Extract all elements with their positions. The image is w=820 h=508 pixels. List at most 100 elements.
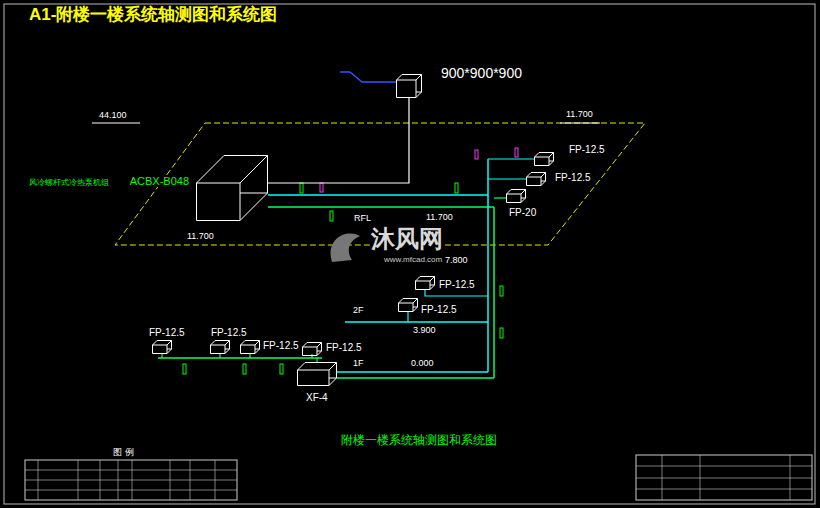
- watermark-url: www.mfcad.com: [383, 256, 443, 265]
- pipe-line: [425, 290, 488, 296]
- unit-outline: [317, 343, 322, 348]
- unit-tag: FP-12.5: [148, 327, 186, 338]
- unit-outline: [527, 173, 532, 178]
- pipe-line: [488, 158, 534, 159]
- unit-outline: [531, 173, 546, 182]
- fan-coil-unit: FP-12.5: [534, 152, 554, 166]
- table-line: [100, 460, 101, 500]
- unit-outline: [413, 299, 418, 304]
- unit-outline: [167, 341, 172, 346]
- unit-outline: [303, 343, 308, 348]
- feed-pipe: [340, 71, 350, 73]
- table-line: [25, 480, 237, 481]
- unit-outline: [240, 156, 268, 184]
- pipe-line: [249, 354, 250, 358]
- unit-outline: [307, 343, 322, 352]
- tag-flag: [330, 211, 333, 221]
- elevation-mark: 7.800: [444, 256, 469, 266]
- pipe-line: [268, 194, 488, 196]
- tag-flag: [475, 150, 478, 159]
- unit-outline: [399, 303, 414, 312]
- unit-outline: [225, 349, 230, 354]
- unit-outline: [430, 285, 435, 290]
- unit-tag: FP-12.5: [210, 327, 248, 338]
- unit-outline: [541, 181, 546, 186]
- legend-title: 图 例: [112, 448, 135, 458]
- table-line: [636, 478, 812, 479]
- table-line: [215, 460, 216, 500]
- unit-tag: FP-12.5: [438, 279, 476, 290]
- unit-outline: [535, 153, 540, 158]
- unit-outline: [245, 341, 260, 350]
- fan-coil-unit: FP-12.5: [210, 340, 230, 354]
- level-name: 2F: [352, 306, 365, 316]
- unit-outline: [416, 281, 431, 290]
- unit-outline: [397, 80, 417, 98]
- unit-icon: [152, 340, 172, 354]
- unit-outline: [241, 345, 256, 354]
- unit-outline: [413, 307, 418, 312]
- tag-flag: [320, 183, 323, 192]
- pipe-line: [494, 197, 506, 198]
- unit-icon: [526, 172, 546, 186]
- elevation-mark: 0.000: [410, 359, 435, 369]
- level-mark: [560, 123, 600, 124]
- unit-tag: XF-4: [305, 392, 329, 403]
- unit-outline: [416, 75, 422, 81]
- riser-pipe: [493, 207, 495, 378]
- unit-outline: [399, 299, 404, 304]
- unit-outline: [211, 345, 226, 354]
- elevation-mark: 44.100: [98, 111, 128, 121]
- pipe-line: [337, 377, 494, 379]
- table-line: [190, 460, 191, 500]
- tag-flag: [500, 328, 503, 338]
- unit-outline: [241, 341, 246, 346]
- unit-outline: [298, 363, 306, 371]
- unit-outline: [211, 341, 216, 346]
- tag-flag: [515, 148, 518, 157]
- unit-outline: [153, 341, 158, 346]
- unit-outline: [255, 341, 260, 346]
- unit-icon: [210, 340, 230, 354]
- unit-outline: [541, 173, 546, 178]
- unit-tag: FP-12.5: [554, 172, 592, 183]
- unit-outline: [197, 156, 225, 184]
- sheet-title: A1-附楼一楼系统轴测图和系统图: [28, 6, 278, 25]
- unit-icon: [396, 74, 422, 98]
- pipe-line: [268, 206, 494, 208]
- table-line: [636, 489, 812, 490]
- unit-outline: [197, 183, 241, 221]
- level-name: 1F: [352, 359, 365, 369]
- unit-outline: [255, 349, 260, 354]
- title-block: [636, 455, 812, 500]
- table-line: [25, 490, 237, 491]
- pipe-line: [161, 354, 162, 358]
- table-line: [790, 455, 791, 500]
- elevation-mark: 11.700: [425, 213, 454, 223]
- pipe-line: [219, 354, 220, 358]
- unit-description: 风冷螺杆式冷热泵机组: [28, 179, 110, 188]
- tag-flag: [280, 364, 283, 374]
- unit-icon: [297, 362, 337, 386]
- unit-outline: [167, 349, 172, 354]
- unit-tag: 900*900*900: [440, 66, 523, 81]
- elevation-mark: 3.900: [412, 326, 437, 336]
- tag-flag: [243, 364, 246, 374]
- table-line: [38, 460, 39, 500]
- unit-outline: [521, 198, 526, 203]
- unit-outline: [416, 92, 422, 98]
- unit-outline: [225, 341, 230, 346]
- unit-outline: [397, 75, 403, 81]
- riser-connector: [268, 98, 409, 183]
- tag-flag: [455, 183, 458, 193]
- table-line: [170, 460, 171, 500]
- unit-outline: [305, 363, 337, 379]
- table-line: [662, 455, 663, 500]
- unit-outline: [549, 161, 554, 166]
- fan-coil-unit: FP-20: [506, 189, 526, 203]
- unit-outline: [527, 177, 542, 186]
- watermark-logo: [331, 234, 360, 262]
- table-line: [132, 460, 133, 500]
- unit-tag: FP-12.5: [420, 304, 458, 315]
